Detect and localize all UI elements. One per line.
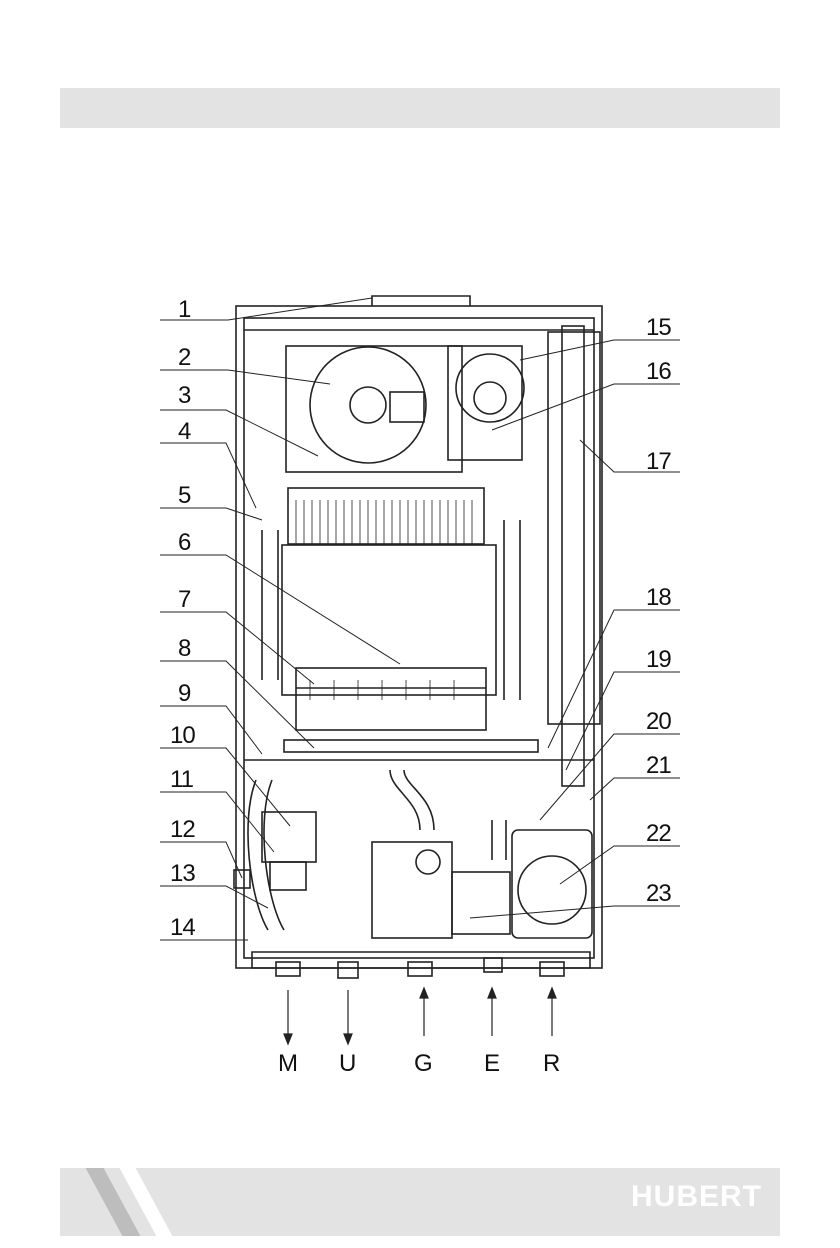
callout-4: 4: [178, 420, 190, 444]
connection-g: G: [414, 1052, 433, 1076]
conn-e-stub: [484, 958, 502, 972]
flow-pipe-right: [504, 520, 520, 700]
footer-bar: HUBERT: [60, 1168, 780, 1236]
conn-g-stub: [408, 962, 432, 976]
callout-6: 6: [178, 531, 190, 555]
callout-18: 18: [646, 586, 671, 610]
combustion-chamber: [282, 545, 496, 695]
flue-outlet: [372, 296, 470, 306]
burner: [296, 668, 486, 730]
plate-exchanger: [452, 872, 510, 934]
heat-exchanger: [288, 488, 484, 544]
callout-10: 10: [170, 724, 195, 748]
callout-16: 16: [646, 360, 671, 384]
callout-13: 13: [170, 862, 195, 886]
callout-2: 2: [178, 346, 190, 370]
conn-u-stub: [338, 962, 358, 978]
pressure-switch: [456, 354, 524, 422]
fan: [310, 347, 426, 463]
callout-15: 15: [646, 316, 671, 340]
callout-9: 9: [178, 682, 190, 706]
gas-valve: [372, 842, 452, 938]
stripe-decoration: [78, 1168, 218, 1236]
flow-pipe-left: [262, 530, 278, 680]
callout-11: 11: [170, 768, 193, 792]
conn-r-stub: [540, 962, 564, 976]
connection-m: M: [278, 1052, 298, 1076]
connection-r: R: [543, 1052, 560, 1076]
callout-20: 20: [646, 710, 671, 734]
expansion-vessel: [562, 326, 584, 786]
callout-8: 8: [178, 637, 190, 661]
connection-u: U: [339, 1052, 356, 1076]
callout-14: 14: [170, 916, 195, 940]
callout-5: 5: [178, 484, 190, 508]
callout-22: 22: [646, 822, 671, 846]
callout-7: 7: [178, 588, 190, 612]
brand-logo: HUBERT: [631, 1180, 762, 1214]
callout-12: 12: [170, 818, 195, 842]
callout-19: 19: [646, 648, 671, 672]
callout-21: 21: [646, 754, 671, 778]
conn-m-stub: [276, 962, 300, 976]
callout-1: 1: [178, 298, 190, 322]
callout-17: 17: [646, 450, 671, 474]
callout-3: 3: [178, 384, 190, 408]
callout-23: 23: [646, 882, 671, 906]
connection-e: E: [484, 1052, 500, 1076]
pump: [512, 830, 592, 938]
flow-sensor: [262, 812, 316, 862]
